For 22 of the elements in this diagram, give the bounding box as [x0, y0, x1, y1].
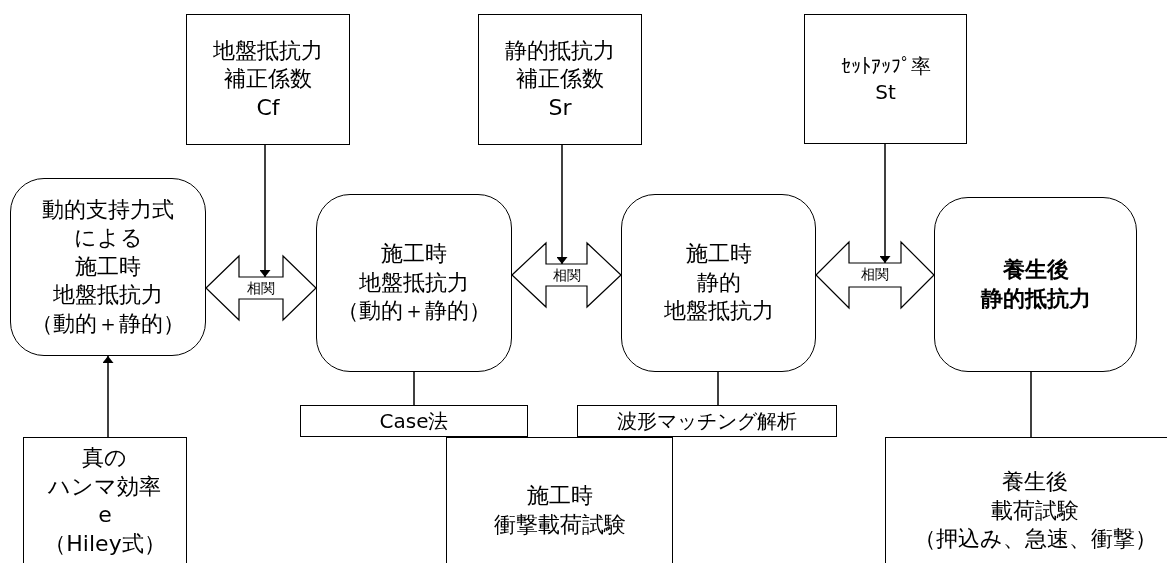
process-box: 動的支持力式による施工時地盤抵抗力（動的＋静的） — [10, 178, 206, 356]
edge-label: 相関 — [245, 280, 277, 296]
arrow — [104, 355, 112, 438]
method-box: Case法 — [300, 405, 528, 437]
edge-label: 相関 — [550, 267, 583, 283]
edge-label: 相関 — [859, 266, 891, 282]
test-box: 養生後載荷試験（押込み、急速、衝撃） — [885, 437, 1167, 563]
method-box: 波形マッチング解析 — [577, 405, 837, 437]
process-box: 施工時地盤抵抗力（動的＋静的） — [316, 194, 512, 372]
connector-line — [717, 371, 719, 406]
process-box: 養生後静的抵抗力 — [934, 197, 1137, 372]
arrow — [881, 143, 889, 264]
arrow — [261, 144, 269, 278]
factor-box: 地盤抵抗力補正係数Cf — [186, 14, 350, 145]
process-box: 施工時静的地盤抵抗力 — [621, 194, 816, 372]
arrow — [558, 144, 566, 265]
hammer-box: 真のハンマ効率e（Hiley式） — [23, 437, 187, 563]
connector-line — [1030, 371, 1032, 438]
test-box: 施工時衝撃載荷試験 — [446, 437, 673, 563]
connector-line — [413, 371, 415, 406]
factor-box: 静的抵抗力補正係数Sr — [478, 14, 642, 145]
factor-box: ｾｯﾄｱｯﾌﾟ率St — [804, 14, 967, 144]
